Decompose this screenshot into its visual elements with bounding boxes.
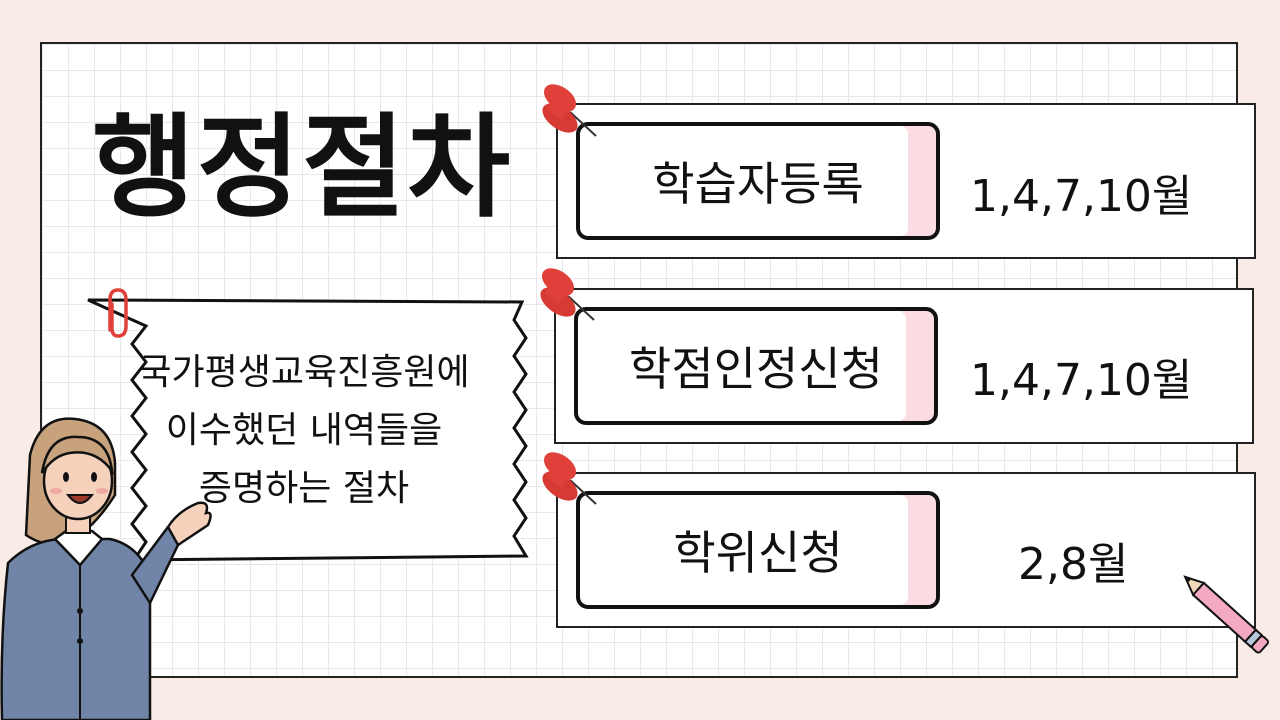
procedure-label-2: 학점인정신청 xyxy=(629,342,883,396)
procedure-label-3: 학위신청 xyxy=(673,526,843,580)
procedure-label-box-3: 학위신청 xyxy=(576,491,940,609)
procedure-months-1: 1,4,7,10월 xyxy=(970,171,1193,222)
procedure-label-box-2: 학점인정신청 xyxy=(574,307,938,425)
procedure-label-box-1: 학습자등록 xyxy=(576,122,940,240)
description-line-3: 증명하는 절차 xyxy=(198,468,410,509)
woman-illustration xyxy=(0,417,212,720)
push-pin-icon xyxy=(542,452,597,505)
procedure-label-1: 학습자등록 xyxy=(652,157,864,211)
description-line-1: 국가평생교육진흥원에 xyxy=(138,352,470,393)
description-line-2: 이수했던 내역들을 xyxy=(165,410,443,451)
pencil-icon xyxy=(1183,575,1269,654)
page-title: 행정절차 xyxy=(92,103,513,233)
push-pin-icon xyxy=(542,84,597,137)
procedure-months-2: 1,4,7,10월 xyxy=(970,355,1193,406)
description-text: 국가평생교육진흥원에 이수했던 내역들을 증명하는 절차 xyxy=(104,344,504,518)
torn-note xyxy=(87,298,529,562)
push-pin-icon xyxy=(540,268,595,321)
paperclip-icon xyxy=(108,288,128,338)
procedure-months-3: 2,8월 xyxy=(1018,539,1129,590)
